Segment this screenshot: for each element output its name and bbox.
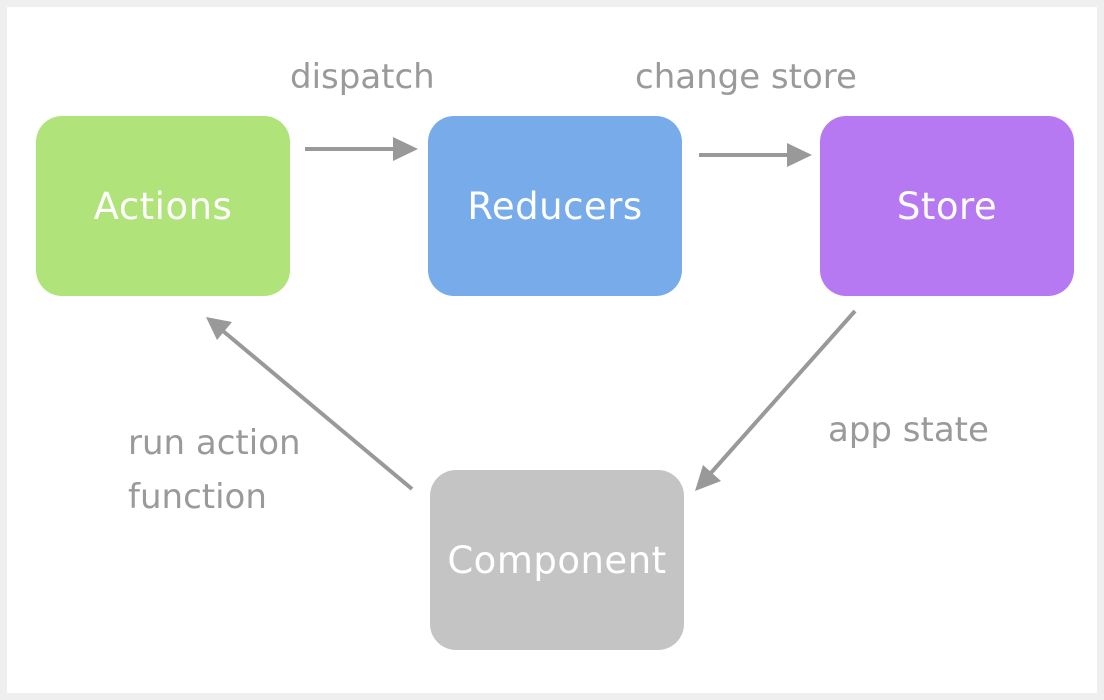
arrow-run-action	[206, 317, 414, 491]
run-action-edge-label: run action function	[128, 416, 301, 524]
component-node-label: Component	[447, 538, 667, 582]
change-store-edge-label: change store	[635, 57, 857, 97]
actions-node-label: Actions	[93, 184, 233, 228]
component-node: Component	[430, 470, 684, 650]
arrow-change-store	[699, 143, 812, 167]
run-action-edge-label-line-2: function	[128, 477, 267, 517]
app-state-edge-label: app state	[828, 410, 989, 450]
arrow-app-state	[695, 309, 857, 491]
arrow-dispatch	[305, 137, 418, 161]
reducers-node-label: Reducers	[467, 184, 643, 228]
reducers-node: Reducers	[428, 116, 682, 296]
actions-node: Actions	[36, 116, 290, 296]
dispatch-edge-label: dispatch	[290, 57, 435, 97]
run-action-edge-label-line-1: run action	[128, 423, 301, 463]
store-node-label: Store	[896, 184, 998, 228]
store-node: Store	[820, 116, 1074, 296]
